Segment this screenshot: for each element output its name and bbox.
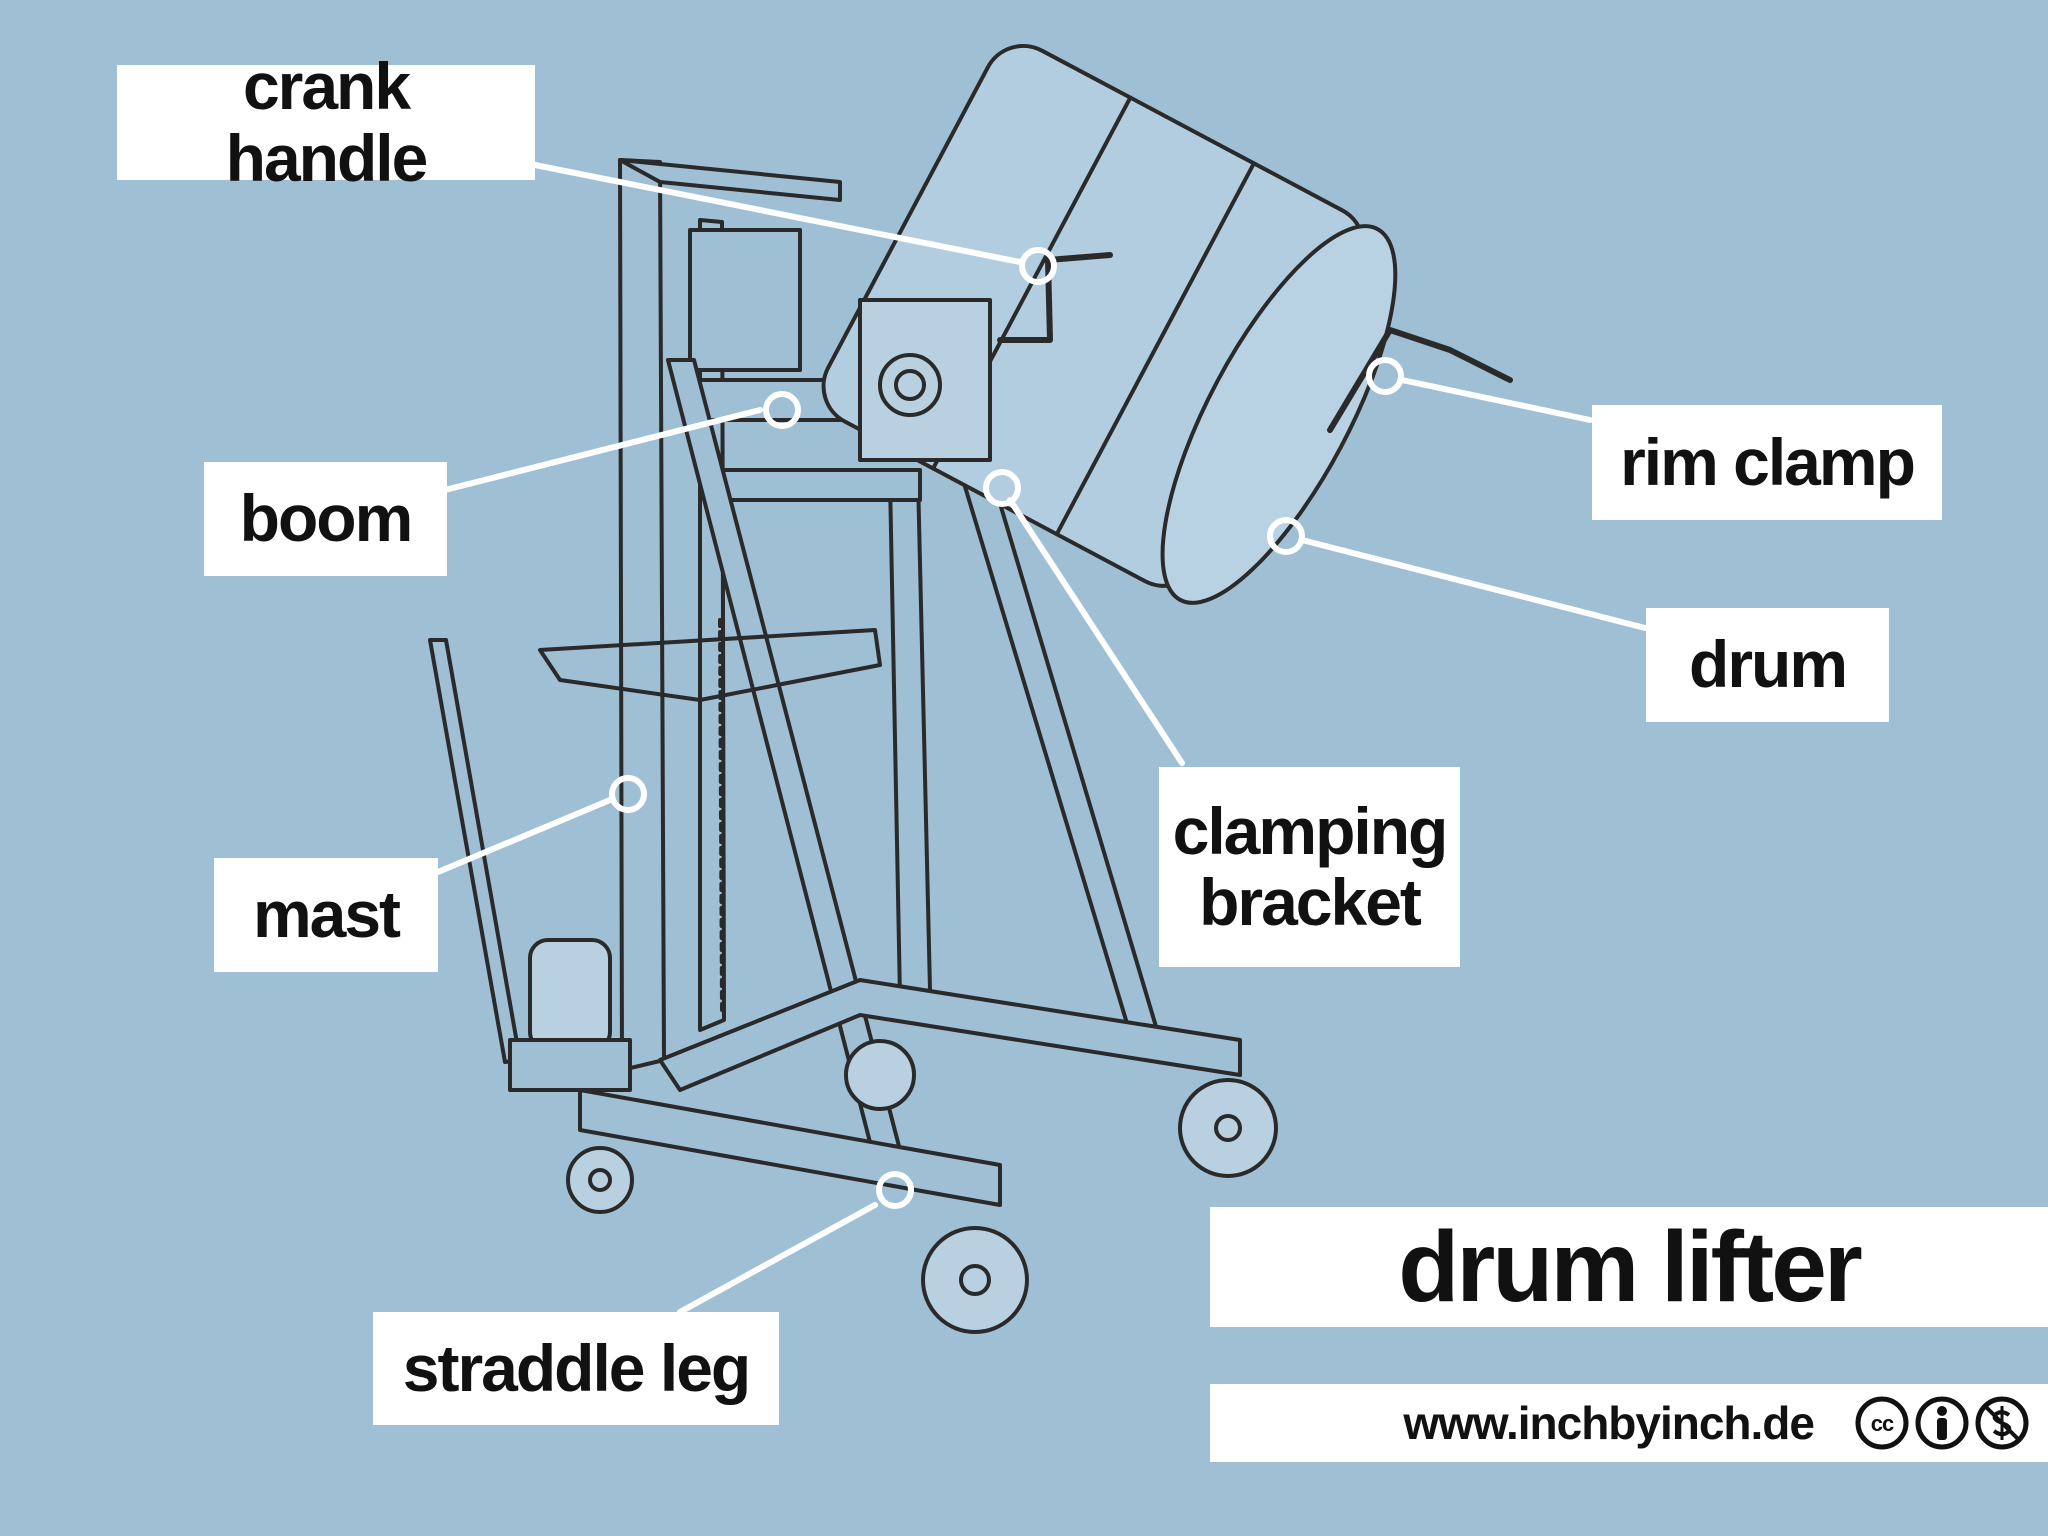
label-boom-text: boom — [239, 481, 414, 556]
marker-crank-handle — [1019, 247, 1057, 285]
label-mast: mast — [214, 858, 438, 972]
license-icons: cc — [1854, 1395, 2030, 1451]
leader-boom — [442, 407, 763, 493]
label-drum-text: drum — [1689, 627, 1848, 702]
wheel-front-right-drawing — [921, 1226, 1029, 1334]
motor-box-drawing — [528, 938, 612, 1052]
marker-mast — [609, 775, 647, 813]
label-clamping-bracket-line2: bracket — [1199, 865, 1422, 939]
svg-text:cc: cc — [1871, 1411, 1894, 1436]
rear-upright-drawing — [888, 476, 932, 1000]
inner-panel-drawing — [688, 228, 802, 372]
leader-drum — [1299, 537, 1648, 631]
diagram-title: drum lifter — [1210, 1207, 2048, 1327]
website-link[interactable]: www.inchbyinch.de — [1403, 1397, 1815, 1449]
leader-clamping-bracket — [1007, 497, 1185, 766]
gearbox-wheel-drawing — [878, 353, 942, 417]
top-crossbar-drawing — [618, 158, 842, 202]
drum-rib-drawing — [1054, 161, 1256, 537]
label-clamping-bracket-line1: clamping — [1172, 793, 1449, 868]
machine-drawing — [428, 44, 1513, 1334]
label-crank-handle-text: crank handle — [225, 49, 429, 195]
marker-clamping-bracket — [983, 469, 1021, 507]
label-drum: drum — [1646, 608, 1889, 722]
marker-drum — [1267, 517, 1305, 555]
label-clamping-bracket: clamping bracket — [1159, 767, 1460, 967]
wheel-hub-drawing — [1214, 1114, 1242, 1142]
non-commercial-icon — [1975, 1396, 2029, 1450]
marker-boom — [763, 391, 801, 429]
wheel-hub-drawing — [588, 1168, 612, 1192]
label-straddle-leg: straddle leg — [373, 1312, 779, 1425]
straddle-leg-drawing — [578, 1088, 1002, 1207]
label-mast-text: mast — [252, 877, 401, 952]
wheel-hub-drawing — [959, 1264, 991, 1296]
wheel-front-left-drawing — [566, 1146, 634, 1214]
pedal-drawing — [508, 1038, 632, 1092]
label-straddle-leg-text: straddle leg — [402, 1330, 751, 1405]
leader-mast — [435, 797, 613, 875]
label-crank-handle: crank handle — [117, 51, 535, 193]
chain-drawing — [718, 618, 724, 1012]
label-boom: boom — [204, 462, 447, 576]
creative-commons-icon: cc — [1855, 1396, 1909, 1450]
wheel-rear-left-drawing — [844, 1039, 916, 1111]
diagram-title-text: drum lifter — [1398, 1210, 1862, 1323]
label-rim-clamp-text: rim clamp — [1620, 424, 1916, 499]
boom-lower-drawing — [718, 468, 922, 502]
marker-rim-clamp — [1366, 357, 1404, 395]
attribution-icon — [1915, 1396, 1969, 1450]
marker-straddle-leg — [876, 1171, 914, 1209]
gearbox-hub-drawing — [894, 369, 926, 401]
mast-upright-drawing — [618, 158, 666, 1072]
crank-drawing — [997, 252, 1113, 343]
wheel-rear-right-drawing — [1178, 1078, 1278, 1178]
leader-rim-clamp — [1399, 377, 1593, 423]
rear-base-drawing — [658, 978, 1242, 1092]
rim-clamp-handle-drawing — [1327, 327, 1513, 433]
leader-lines — [435, 162, 1648, 1315]
leader-straddle-leg — [677, 1202, 878, 1315]
tow-handle-drawing — [428, 638, 522, 1064]
label-rim-clamp: rim clamp — [1592, 405, 1942, 520]
callout-markers — [609, 247, 1404, 1209]
drum-end-drawing — [1160, 224, 1398, 605]
tray-rail-drawing — [538, 628, 882, 702]
credit-bar: www.inchbyinch.de cc — [1210, 1384, 2048, 1462]
leader-crank-handle — [532, 162, 1023, 265]
